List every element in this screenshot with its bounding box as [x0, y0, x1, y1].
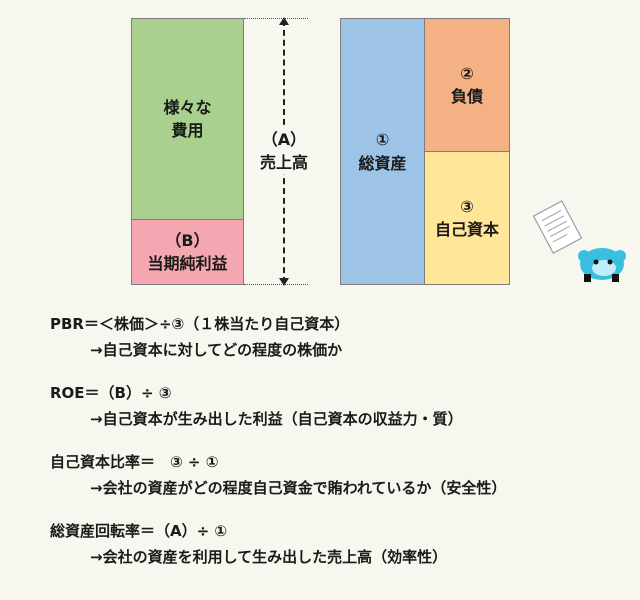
roe-explanation: →自己資本が生み出した利益（自己資本の収益力・質）: [90, 410, 463, 428]
expenses-line1: 様々な: [163, 97, 212, 117]
liabilities-box: ② 負債: [424, 18, 510, 152]
asset-turnover-explanation: →会社の資産を利用して生み出した売上高（効率性）: [90, 548, 448, 566]
total-assets-line1: ①: [375, 130, 390, 150]
sales-label: （A） 売上高: [248, 128, 320, 175]
expenses-line2: 費用: [171, 121, 204, 140]
pbr-explanation: →自己資本に対してどの程度の株価か: [90, 341, 343, 359]
net-income-line2: 当期純利益: [147, 254, 228, 273]
liabilities-line1: ②: [460, 63, 474, 83]
equity-box: ③ 自己資本: [424, 151, 510, 285]
total-assets-box: ① 総資産: [340, 18, 425, 285]
roe-formula: ROE＝（B）÷ ③: [50, 384, 172, 402]
net-income-line1: （B）: [165, 230, 210, 250]
equity-line2: 自己資本: [434, 220, 499, 239]
pbr-formula: PBR＝＜株価＞÷③（１株当たり自己資本）: [50, 315, 350, 333]
arrow-down-icon: [279, 278, 289, 286]
equity-ratio-explanation: →会社の資産がどの程度自己資金で賄われているか（安全性）: [90, 479, 507, 497]
mascot-icon: [578, 248, 626, 282]
asset-turnover-formula: 総資産回転率＝（A）÷ ①: [50, 522, 228, 540]
equity-ratio-formula: 自己資本比率＝ ③ ÷ ①: [50, 453, 219, 471]
bottom-guide-line: [244, 284, 308, 285]
top-guide-line: [244, 18, 308, 19]
expenses-box: 様々な 費用: [131, 18, 244, 220]
net-income-box: （B） 当期純利益: [131, 219, 244, 285]
equity-line1: ③: [460, 196, 474, 216]
sales-label-line2: 売上高: [259, 153, 308, 173]
sales-label-line1: （A）: [261, 130, 307, 149]
document-icon: [532, 200, 583, 254]
liabilities-line2: 負債: [450, 87, 483, 106]
arrow-up-icon: [279, 17, 289, 25]
total-assets-line2: 総資産: [358, 153, 407, 173]
